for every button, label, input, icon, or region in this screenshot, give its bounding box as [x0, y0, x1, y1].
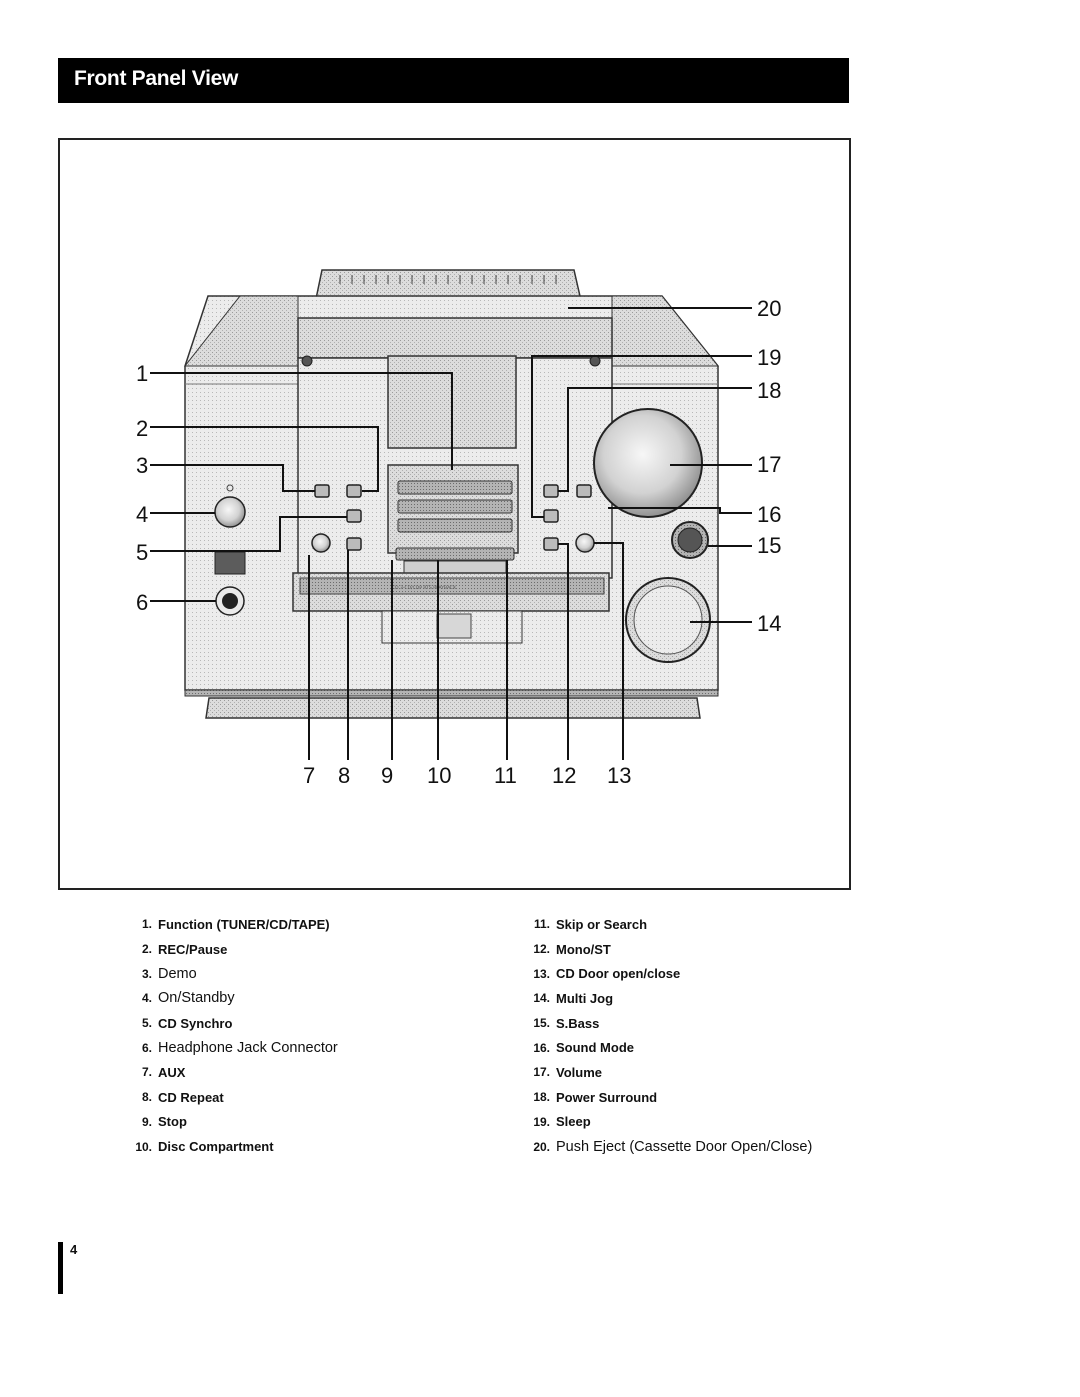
legend-label: Volume — [556, 1064, 602, 1080]
page-title: Front Panel View — [74, 67, 239, 90]
front-panel-illustration: CD 3-CD/CDP RTS PLAYBACK — [136, 269, 781, 788]
playback-strip-label: CD 3-CD/CDP RTS PLAYBACK — [392, 585, 457, 591]
legend-item: 17. Volume — [510, 1060, 870, 1085]
panel-buttons — [311, 484, 595, 553]
legend-number: 13. — [533, 966, 550, 981]
legend-number: 1. — [141, 917, 152, 932]
section-title-banner: Front Panel View — [58, 58, 849, 103]
legend-label: S.Bass — [556, 1015, 600, 1031]
legend-number: 15. — [533, 1016, 550, 1031]
legend-item: 8. CD Repeat — [112, 1085, 442, 1110]
legend-right-column: 11. Skip or Search 12. Mono/ST 13. CD Do… — [510, 912, 870, 1159]
legend-label: Headphone Jack Connector — [158, 1039, 338, 1056]
callout-7: 7 — [303, 763, 315, 788]
volume-knob-icon — [593, 408, 703, 518]
legend-number: 6. — [141, 1040, 152, 1055]
legend-item: 10. Disc Compartment — [112, 1134, 442, 1159]
legend-number: 12. — [533, 942, 550, 957]
legend-label: Sleep — [556, 1114, 591, 1130]
callout-2: 2 — [136, 416, 148, 441]
page-number: 4 — [70, 1242, 78, 1257]
legend-label: Stop — [158, 1114, 187, 1130]
legend-item: 11. Skip or Search — [510, 912, 870, 937]
legend-item: 14. Multi Jog — [510, 986, 870, 1011]
callout-17: 17 — [757, 452, 781, 477]
legend-number: 3. — [141, 966, 152, 981]
legend-number: 18. — [533, 1090, 550, 1105]
legend-number: 17. — [533, 1065, 550, 1080]
legend-label: CD Synchro — [158, 1015, 233, 1031]
aux-input-jack — [214, 551, 246, 575]
callout-13: 13 — [607, 763, 631, 788]
legend-item: 13. CD Door open/close — [510, 961, 870, 986]
legend-item: 7. AUX — [112, 1060, 442, 1085]
legend-number: 16. — [533, 1040, 550, 1055]
legend-number: 5. — [141, 1016, 152, 1031]
legend-item: 12. Mono/ST — [510, 937, 870, 962]
legend-number: 14. — [533, 991, 550, 1006]
left-controls — [214, 484, 246, 616]
legend-label: Demo — [158, 965, 197, 982]
legend-label: CD Door open/close — [556, 966, 681, 982]
legend-item: 19. Sleep — [510, 1110, 870, 1135]
callout-16: 16 — [757, 502, 781, 527]
legend-item: 9. Stop — [112, 1110, 442, 1135]
legend-label: Skip or Search — [556, 916, 648, 932]
callout-1: 1 — [136, 361, 148, 386]
legend-number: 19. — [533, 1114, 550, 1129]
callout-8: 8 — [338, 763, 350, 788]
disc-compartment: CD 3-CD/CDP RTS PLAYBACK — [292, 572, 610, 644]
page-marker-bar — [58, 1242, 63, 1294]
figure-frame — [58, 138, 851, 890]
legend-number: 10. — [135, 1139, 152, 1154]
legend-item: 18. Power Surround — [510, 1085, 870, 1110]
callout-5: 5 — [136, 540, 148, 565]
legend-label: On/Standby — [158, 990, 235, 1007]
legend-number: 9. — [141, 1114, 152, 1129]
legend-label: Multi Jog — [556, 990, 614, 1006]
legend-item: 2. REC/Pause — [112, 937, 442, 962]
legend-item: 4. On/Standby — [112, 986, 442, 1011]
headphone-jack-icon — [222, 593, 238, 609]
legend-label: Power Surround — [556, 1089, 658, 1105]
legend-number: 20. — [533, 1139, 550, 1154]
callout-19: 19 — [757, 345, 781, 370]
callout-14: 14 — [757, 611, 781, 636]
legend-item: 20. Push Eject (Cassette Door Open/Close… — [510, 1134, 870, 1159]
legend-label: REC/Pause — [158, 941, 228, 957]
legend-item: 5. CD Synchro — [112, 1011, 442, 1036]
right-controls — [593, 408, 711, 663]
callout-10: 10 — [427, 763, 451, 788]
callout-3: 3 — [136, 453, 148, 478]
legend-label: Sound Mode — [556, 1040, 634, 1056]
legend-item: 15. S.Bass — [510, 1011, 870, 1036]
callout-15: 15 — [757, 533, 781, 558]
legend-item: 3. Demo — [112, 961, 442, 986]
legend-label: AUX — [158, 1064, 186, 1080]
legend-item: 6. Headphone Jack Connector — [112, 1035, 442, 1060]
legend-number: 7. — [141, 1065, 152, 1080]
power-button-icon — [214, 496, 246, 528]
leader-lines — [150, 307, 752, 760]
legend-label: Function (TUNER/CD/TAPE) — [158, 916, 330, 932]
legend-number: 11. — [533, 917, 550, 932]
legend-number: 8. — [141, 1090, 152, 1105]
legend-number: 4. — [141, 991, 152, 1006]
callout-12: 12 — [552, 763, 576, 788]
callout-9: 9 — [381, 763, 393, 788]
legend-label: CD Repeat — [158, 1089, 224, 1105]
callout-20: 20 — [757, 296, 781, 321]
legend-label: Mono/ST — [556, 941, 611, 957]
legend-label: Push Eject (Cassette Door Open/Close) — [556, 1138, 813, 1155]
legend-item: 1. Function (TUNER/CD/TAPE) — [112, 912, 442, 937]
callout-11: 11 — [494, 763, 517, 788]
callout-4: 4 — [136, 502, 148, 527]
callout-18: 18 — [757, 378, 781, 403]
legend-item: 16. Sound Mode — [510, 1035, 870, 1060]
legend-left-column: 1. Function (TUNER/CD/TAPE) 2. REC/Pause… — [112, 912, 442, 1159]
legend-label: Disc Compartment — [158, 1139, 274, 1155]
callout-numbers: 1 2 3 4 5 6 7 8 9 10 11 12 13 14 15 16 1… — [136, 296, 781, 788]
legend-number: 2. — [141, 942, 152, 957]
callout-6: 6 — [136, 590, 148, 615]
